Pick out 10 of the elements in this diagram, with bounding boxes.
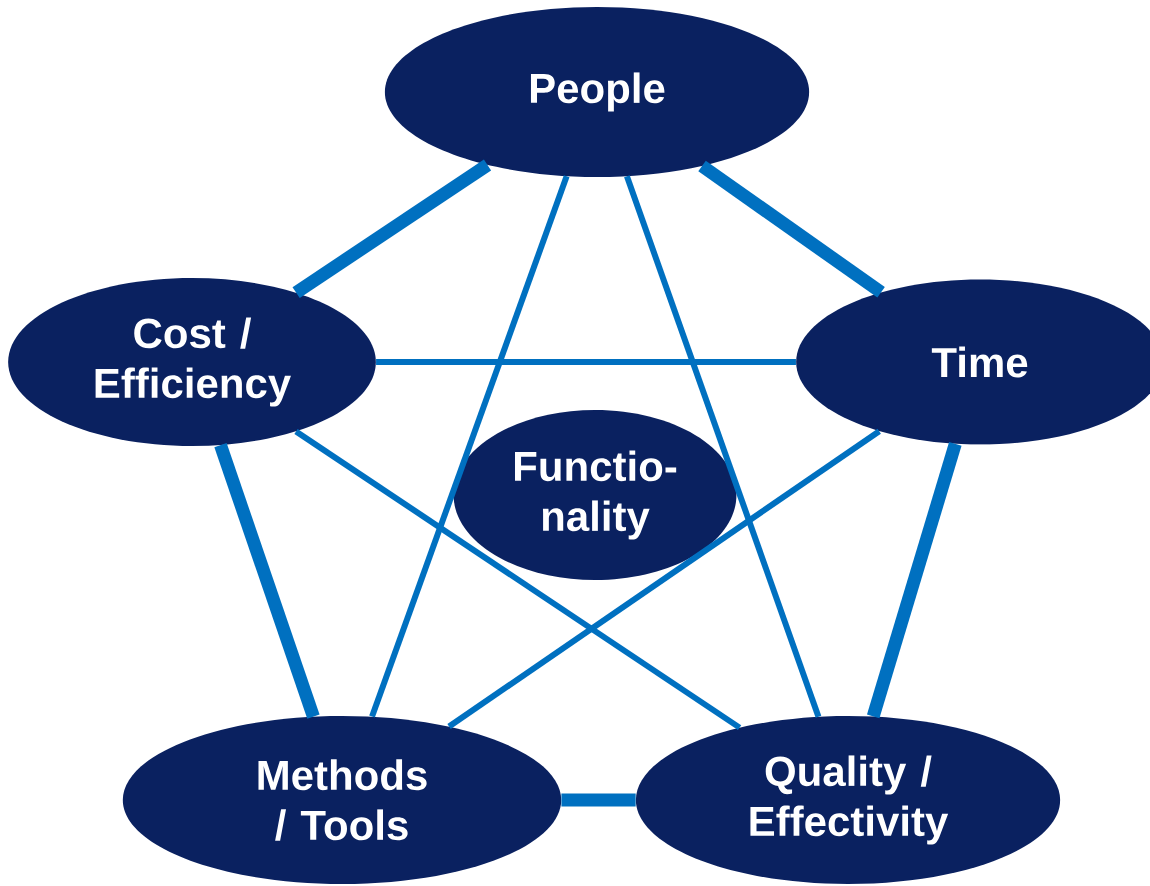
connector-line — [447, 428, 881, 729]
connector-line — [866, 442, 962, 719]
connector-line — [376, 359, 796, 365]
connector-line — [698, 160, 885, 298]
connector-line — [624, 175, 822, 718]
connector-line — [292, 159, 492, 298]
connector-line — [561, 793, 636, 807]
connector-line — [294, 428, 742, 731]
connector-line — [369, 175, 570, 718]
connector-line — [214, 443, 320, 719]
